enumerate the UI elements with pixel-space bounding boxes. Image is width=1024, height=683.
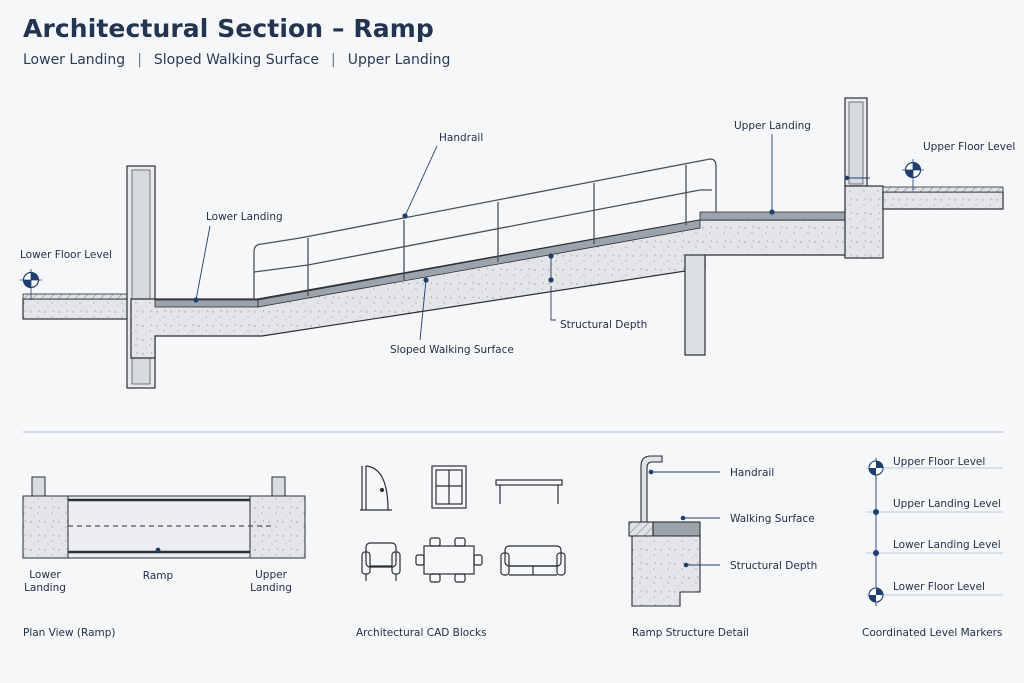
detail-handrail (640, 455, 663, 523)
lower-floor-finish (22, 293, 132, 300)
cad-blocks-caption: Architectural CAD Blocks (356, 627, 487, 639)
plan-ramp-dot (155, 547, 161, 553)
window-block (431, 465, 467, 509)
structure-detail (628, 455, 701, 607)
handrail-top-rail (253, 158, 717, 300)
label-upper-landing: Upper Landing (734, 120, 811, 132)
label-structural-depth: Structural Depth (560, 319, 647, 331)
sofa-block (500, 545, 566, 576)
section-leader-dots (193, 175, 850, 303)
door-block (360, 465, 392, 511)
lower-floor-level-marker (20, 269, 42, 300)
level-label-upper-landing: Upper Landing Level (893, 498, 1001, 510)
label-lower-landing: Lower Landing (206, 211, 283, 223)
level-label-upper-floor: Upper Floor Level (893, 456, 985, 468)
subtitle-sloped-surface: Sloped Walking Surface (153, 52, 320, 68)
plan-post-right (271, 476, 286, 498)
plan-upper-landing (249, 495, 306, 559)
handrail (253, 158, 717, 300)
label-handrail: Handrail (439, 132, 483, 144)
level-marker-upper-floor (868, 460, 884, 476)
lower-floor-slab (22, 298, 132, 320)
detail-leader-dots (648, 469, 689, 568)
level-label-lower-floor: Lower Floor Level (893, 581, 985, 593)
level-markers-caption: Coordinated Level Markers (862, 627, 1002, 639)
label-upper-floor-level: Upper Floor Level (923, 141, 1015, 153)
coordinated-level-markers (866, 458, 1003, 606)
table-block (495, 479, 563, 504)
subtitle-separator: | (137, 52, 142, 68)
level-marker-upper-landing (873, 509, 879, 515)
section-leaders (195, 134, 870, 341)
main-section (22, 97, 1004, 389)
plan-lower-landing (22, 495, 69, 559)
upper-floor-level-marker (902, 159, 924, 190)
cad-blocks (360, 465, 566, 583)
upper-beam (844, 185, 884, 259)
sloped-walking-surface-strip (257, 219, 701, 308)
detail-structure (631, 535, 701, 607)
handrail-mid-rail (253, 189, 712, 273)
subtitle-lower-landing: Lower Landing (23, 52, 126, 68)
plan-label-lower: Lower (29, 569, 61, 581)
plan-post-left (31, 476, 46, 498)
plan-label-upper: Upper (255, 569, 287, 581)
plan-label-landing-upper: Landing (250, 582, 292, 594)
armchair-block (361, 542, 401, 581)
structure-detail-caption: Ramp Structure Detail (632, 627, 749, 639)
lower-landing-surface (154, 299, 259, 308)
page-title: Architectural Section – Ramp (23, 14, 434, 43)
level-label-lower-landing: Lower Landing Level (893, 539, 1001, 551)
dining-table-block (415, 537, 483, 583)
upper-floor-slab (882, 191, 1004, 210)
subtitle-separator: | (331, 52, 336, 68)
plan-label-ramp: Ramp (143, 570, 174, 582)
detail-leaders (651, 471, 720, 566)
label-lower-floor-level: Lower Floor Level (20, 249, 112, 261)
plan-view (22, 476, 306, 559)
detail-label-walking-surface: Walking Surface (730, 513, 815, 525)
level-marker-lower-floor (868, 587, 884, 603)
level-marker-lower-landing (873, 550, 879, 556)
subtitle: Lower Landing | Sloped Walking Surface | Upp… (23, 52, 450, 68)
upper-wall-core (848, 101, 864, 185)
upper-floor-finish (882, 186, 1004, 193)
ramp-concrete (130, 219, 881, 359)
support-column (684, 254, 706, 356)
detail-label-handrail: Handrail (730, 467, 774, 479)
detail-post (628, 521, 654, 537)
detail-walking-surface (652, 521, 701, 537)
plan-label-landing-lower: Landing (24, 582, 66, 594)
label-sloped-walking-surface: Sloped Walking Surface (390, 344, 514, 356)
plan-view-caption: Plan View (Ramp) (23, 627, 116, 639)
detail-label-structural-depth: Structural Depth (730, 560, 817, 572)
subtitle-upper-landing: Upper Landing (347, 52, 451, 68)
